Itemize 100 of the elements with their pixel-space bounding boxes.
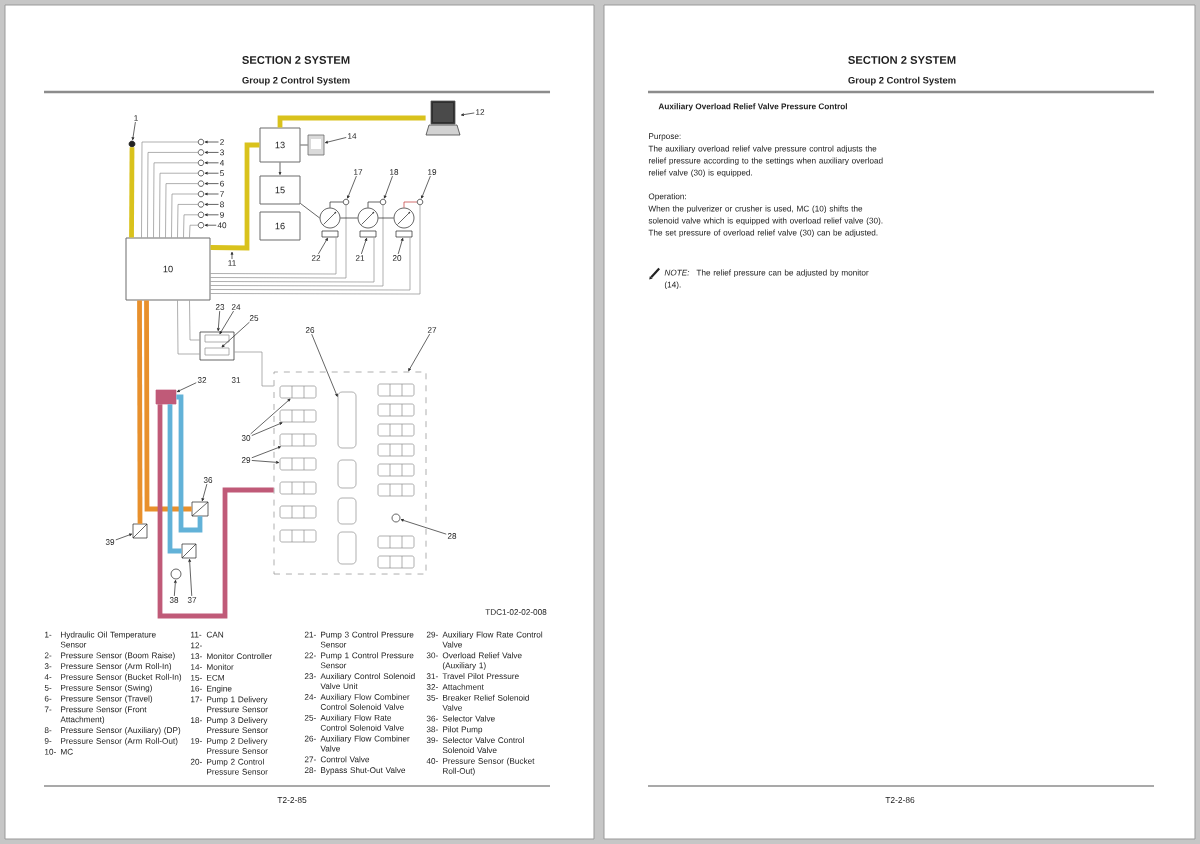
- wire: [141, 141, 199, 238]
- leader-line: [324, 137, 347, 144]
- hydraulic-line: [144, 300, 192, 512]
- leader-line: [221, 321, 250, 348]
- wire: [153, 162, 199, 238]
- sensor-symbol: [197, 190, 205, 198]
- leader-line: [204, 182, 219, 185]
- leader-line: [250, 398, 291, 435]
- leader-line: [204, 213, 219, 217]
- leader-line: [204, 223, 217, 227]
- control-valve-block: [273, 371, 427, 575]
- regulator-symbol: [395, 230, 413, 238]
- sensor-symbol: [197, 149, 205, 156]
- wire: [147, 152, 199, 238]
- drive-shaft: [300, 203, 320, 219]
- wire: [171, 193, 199, 238]
- valve-symbol: [204, 347, 230, 356]
- cable-line: [210, 142, 260, 251]
- wire: [159, 172, 199, 238]
- hydraulic-line: [157, 404, 274, 619]
- pressure-line: [403, 201, 418, 208]
- leader-line: [204, 203, 219, 206]
- leader-line: [460, 112, 475, 116]
- spool-symbol: [337, 391, 357, 449]
- leader-line: [176, 382, 197, 393]
- laptop-picture: [425, 100, 461, 136]
- leader-line: [115, 533, 133, 541]
- sensor-symbol: [416, 198, 424, 206]
- leader-line: [204, 140, 219, 144]
- wire: [183, 214, 199, 238]
- sensor-symbol: [197, 138, 205, 146]
- wire: [210, 237, 337, 275]
- hydraulic-line: [167, 404, 182, 554]
- leader-line: [204, 192, 219, 196]
- leader-line: [408, 333, 431, 372]
- spool-symbol: [279, 409, 317, 423]
- wire: [177, 204, 199, 238]
- connector-line: [300, 144, 308, 146]
- valve-symbol: [181, 543, 197, 559]
- regulator-symbol: [321, 230, 339, 238]
- leader-line: [251, 446, 281, 459]
- leader-line: [230, 251, 234, 260]
- wire: [177, 300, 200, 355]
- leader-line: [318, 237, 328, 255]
- leader-line: [397, 237, 404, 255]
- spool-symbol: [279, 457, 317, 471]
- valve-symbol: [191, 501, 209, 517]
- leader-line: [201, 483, 208, 502]
- pressure-line: [329, 201, 344, 208]
- cable-line: [129, 147, 135, 238]
- valve-symbol: [132, 523, 148, 539]
- hydraulic-line: [176, 394, 203, 533]
- wire: [210, 204, 347, 279]
- leader-line: [251, 460, 280, 464]
- valve-symbol: [204, 334, 230, 343]
- sensor-symbol: [197, 180, 205, 187]
- display-box: [307, 134, 325, 156]
- leader-line: [361, 237, 368, 255]
- wire: [210, 237, 411, 291]
- sensor-symbol: [379, 198, 387, 206]
- hydraulic-line: [137, 300, 143, 524]
- leader-line: [131, 121, 136, 141]
- drive-shaft: [378, 217, 394, 219]
- leader-line: [383, 175, 393, 199]
- leader-line: [188, 558, 193, 597]
- wire: [210, 204, 384, 287]
- leader-line: [311, 333, 338, 397]
- leader-line: [251, 422, 283, 436]
- leader-line: [204, 161, 219, 165]
- sensor-symbol: [342, 198, 350, 206]
- sensor-symbol: [197, 211, 205, 218]
- leader-line: [204, 151, 219, 154]
- spool-symbol: [279, 385, 317, 399]
- leader-line: [219, 310, 234, 335]
- regulator-symbol: [359, 230, 377, 238]
- arrow: [278, 162, 282, 175]
- wire: [210, 204, 421, 295]
- drive-shaft: [340, 217, 358, 219]
- wire: [210, 237, 375, 283]
- wire: [189, 300, 200, 341]
- attachment-block: [155, 389, 177, 405]
- leader-line: [421, 175, 431, 199]
- cable-line: [277, 115, 426, 128]
- leader-line: [400, 519, 447, 535]
- pump-symbol: [170, 568, 182, 580]
- leader-line: [173, 579, 177, 597]
- sensor-symbol: [197, 201, 205, 208]
- spool-symbol: [279, 433, 317, 447]
- wire: [234, 351, 274, 387]
- pressure-line: [367, 201, 381, 208]
- sensor-symbol: [128, 140, 136, 148]
- leader-line: [204, 171, 219, 175]
- sensor-symbol: [197, 222, 205, 229]
- sensor-symbol: [197, 170, 205, 177]
- leader-line: [217, 310, 221, 332]
- wire: [165, 183, 199, 238]
- valve-symbol: [391, 513, 401, 523]
- sensor-symbol: [197, 159, 205, 166]
- leader-line: [347, 175, 357, 199]
- wire: [189, 224, 199, 238]
